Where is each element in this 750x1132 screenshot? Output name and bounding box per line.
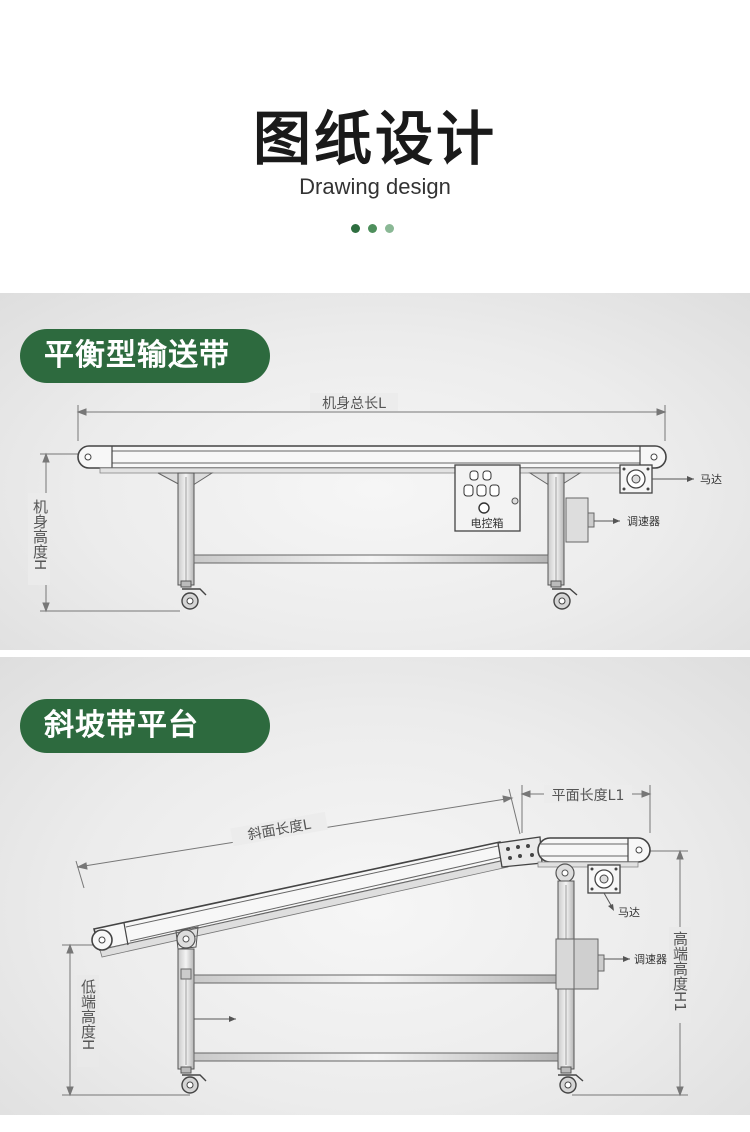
section-tag-balanced: 平衡型输送带	[20, 329, 270, 383]
speed-control-label: 调速器	[627, 515, 660, 528]
control-box-label: 电控箱	[471, 516, 504, 530]
sloped-belt	[91, 841, 509, 958]
speed-controller: 调速器	[555, 938, 667, 990]
motor-label: 马达	[700, 473, 722, 486]
motor: 马达	[587, 864, 640, 919]
balanced-conveyor-drawing: 机身总长L 机身高度H	[28, 393, 722, 613]
dot-1	[351, 224, 360, 233]
total-length-label: 机身总长L	[322, 396, 386, 412]
bottom-margin	[0, 1115, 750, 1132]
left-leg	[157, 472, 214, 610]
high-height-label: 高端高度H1	[671, 931, 689, 1012]
motor: 马达	[619, 464, 722, 494]
motor-label: 马达	[618, 906, 640, 919]
speed-controller: 调速器	[565, 497, 660, 543]
page-subtitle: Drawing design	[299, 174, 451, 199]
height-dimension	[40, 452, 180, 613]
section-tag-slope: 斜坡带平台	[20, 699, 270, 753]
slope-conveyor-drawing: 斜面长度L 平面长度L1 低端高度H	[62, 785, 691, 1097]
conveyor-belt	[77, 445, 667, 474]
dot-2	[368, 224, 377, 233]
balanced-conveyor-panel: 平衡型输送带 机身总长L 机身高度H	[0, 293, 750, 650]
label-bg	[310, 393, 398, 411]
transition-joint	[497, 836, 543, 868]
lower-cross-bar	[193, 1052, 559, 1062]
low-height-dimension	[62, 943, 190, 1097]
label-bg	[77, 975, 99, 1067]
dot-3	[385, 224, 394, 233]
speed-control-label: 调速器	[634, 953, 667, 966]
flat-length-label: 平面长度L1	[552, 788, 625, 804]
total-length-dimension	[76, 405, 667, 441]
right-leg	[528, 472, 582, 610]
panel-gap	[0, 650, 750, 657]
flat-belt	[537, 837, 651, 868]
page-title: 图纸设计	[252, 105, 497, 173]
low-height-label: 低端高度H	[79, 979, 97, 1050]
upper-cross-bar	[193, 974, 559, 984]
control-box: 电控箱	[454, 464, 521, 532]
label-bg	[230, 811, 328, 847]
low-end-leg	[175, 926, 236, 1094]
decorative-dots	[351, 224, 399, 234]
label-bg	[669, 927, 691, 1023]
slope-conveyor-panel: 斜坡带平台 斜面长度L	[0, 657, 750, 1115]
header: 图纸设计 Drawing design	[0, 0, 750, 292]
height-label: 机身高度H	[31, 499, 49, 570]
label-bg	[544, 785, 632, 803]
cross-bar	[193, 554, 549, 564]
label-bg	[28, 493, 50, 585]
